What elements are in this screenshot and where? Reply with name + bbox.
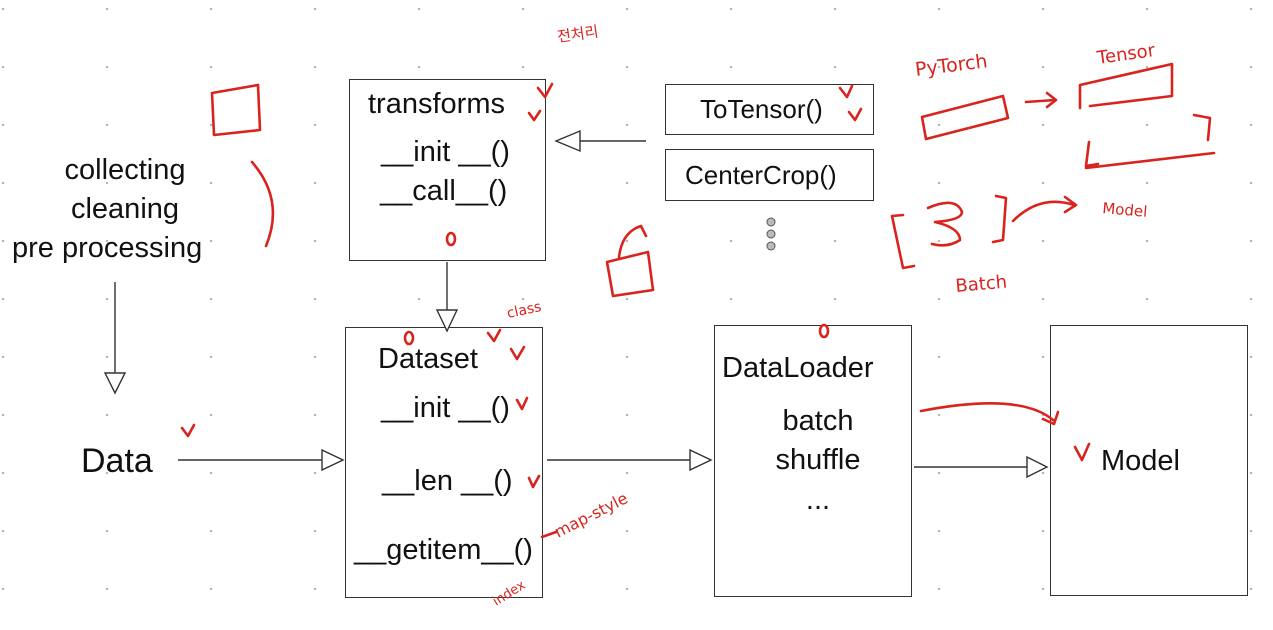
transforms-title: transforms (368, 88, 505, 120)
model-note: Model (1102, 199, 1148, 221)
hand-box-lid (617, 224, 648, 259)
hand-arrow (919, 402, 1055, 422)
pytorch-note: PyTorch (914, 50, 989, 81)
cleaning-text: cleaning (70, 193, 180, 225)
class-note: class (506, 299, 543, 322)
check-mark (536, 82, 554, 99)
index-note: index (490, 578, 528, 610)
dataloader-shuffle-text: shuffle (775, 444, 861, 476)
korean-note: 전처리 (556, 22, 600, 46)
hand-arrowhead (1041, 410, 1060, 426)
hand-circle (445, 231, 457, 247)
check-mark (838, 84, 854, 99)
data-label: Data (81, 442, 153, 480)
dataloader-ellipsis: ... (805, 484, 831, 516)
collecting-text: collecting (64, 154, 186, 186)
check-mark (486, 328, 502, 343)
check-mark (847, 107, 863, 122)
hand-line (1084, 151, 1216, 170)
dataset-init-method: __init __() (381, 392, 510, 424)
tensor-rect (1078, 62, 1174, 110)
dataloader-box[interactable]: DataLoader batch shuffle ... (714, 325, 912, 597)
check-mark (180, 423, 196, 438)
arrowhead (689, 448, 713, 472)
dataset-title: Dataset (378, 343, 478, 375)
tensor-note: Tensor (1095, 40, 1157, 69)
hand-arrow (1024, 98, 1057, 104)
centercrop-label: CenterCrop() (685, 160, 837, 190)
hand-arrow (1011, 200, 1076, 223)
hand-arrowhead (1063, 195, 1078, 214)
pytorch-rect (920, 94, 1010, 141)
pre-processing-text: pre processing (12, 232, 203, 264)
hand-arrowhead (1045, 91, 1058, 109)
hand-circle (403, 330, 415, 346)
batch-note: Batch (955, 272, 1008, 297)
dataloader-batch-text: batch (782, 405, 854, 437)
dataset-getitem-method: __getitem__() (354, 534, 533, 566)
hand-bracket (1084, 140, 1100, 168)
batch-symbol (926, 201, 964, 247)
totensor-label: ToTensor() (700, 94, 823, 124)
batch-bracket-left (890, 213, 916, 270)
map-style-note: map-style (551, 488, 631, 541)
centercrop-box[interactable]: CenterCrop() (665, 149, 874, 201)
model-label: Model (1101, 445, 1180, 477)
dataset-box[interactable]: Dataset __init __() __len __() __getitem… (345, 327, 543, 598)
arrowhead (435, 309, 459, 333)
ellipsis-dot (766, 217, 776, 227)
transforms-init-method: __init __() (381, 136, 510, 168)
hand-square (210, 83, 262, 137)
transforms-box[interactable]: transforms __init __() __call__() (349, 79, 546, 261)
dataset-len-method: __len __() (382, 465, 513, 497)
check-mark (527, 109, 542, 122)
totensor-box[interactable]: ToTensor() (665, 84, 874, 135)
transforms-call-method: __call__() (380, 175, 508, 207)
arrowhead (321, 448, 345, 472)
batch-bracket-right (991, 194, 1008, 244)
hand-bracket (1192, 113, 1212, 142)
ellipsis-dot (766, 229, 776, 239)
ellipsis-dot (766, 241, 776, 251)
hand-circle (818, 323, 830, 339)
hand-arrow (540, 530, 558, 539)
check-mark (509, 345, 526, 361)
arrowhead (1026, 455, 1049, 479)
check-mark (515, 396, 529, 411)
dataloader-title: DataLoader (722, 352, 874, 384)
arrowhead (554, 129, 581, 153)
hand-bracket (250, 160, 275, 248)
hand-box (605, 250, 655, 298)
arrowhead (103, 372, 127, 395)
check-mark (1073, 442, 1091, 462)
check-mark (527, 474, 541, 489)
